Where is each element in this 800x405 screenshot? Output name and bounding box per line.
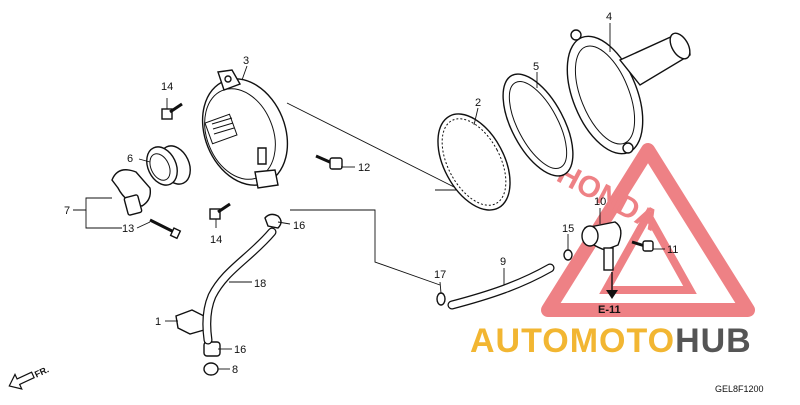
watermark-logo: HONDA xyxy=(541,143,755,317)
part-1-holder xyxy=(175,309,205,335)
e11-label: E-11 xyxy=(598,304,621,316)
callout-numbers: 4 5 2 3 14 6 7 13 14 12 16 18 1 16 8 17 … xyxy=(64,11,678,376)
fr-label: FR. xyxy=(33,364,50,379)
guide-line-b xyxy=(290,209,441,286)
callout-11: 11 xyxy=(667,244,678,256)
callout-2: 2 xyxy=(475,97,481,109)
callout-6: 6 xyxy=(127,153,133,165)
callout-14-lower: 14 xyxy=(210,234,222,246)
callout-13: 13 xyxy=(122,223,134,235)
part-6-joint xyxy=(146,145,191,186)
callout-17: 17 xyxy=(434,269,446,281)
callout-5: 5 xyxy=(533,61,539,73)
callout-7: 7 xyxy=(64,205,70,217)
callout-9: 9 xyxy=(500,256,506,268)
callout-16-upper: 16 xyxy=(293,220,305,232)
part-18-tube xyxy=(202,227,277,345)
part-13-screw xyxy=(149,218,182,240)
callout-3: 3 xyxy=(243,55,249,67)
brand-wordmark: AUTOMOTOHUB xyxy=(470,322,752,360)
part-17-clip xyxy=(436,292,446,306)
part-3-cover xyxy=(201,69,289,189)
part-12-bolt xyxy=(315,154,343,170)
leader-lines xyxy=(73,23,665,370)
brand-part2: HUB xyxy=(675,322,752,360)
part-5-ring xyxy=(502,73,574,177)
front-direction-indicator: FR. xyxy=(8,364,50,390)
part-2-filter-element xyxy=(437,113,511,211)
part-14-bolt-lower xyxy=(209,202,231,220)
part-8-plug xyxy=(203,362,219,376)
diagram-code: GEL8F1200 xyxy=(715,384,764,394)
part-14-bolt-top xyxy=(161,102,183,120)
part-16-clip-upper xyxy=(264,213,282,229)
part-4-filter-case xyxy=(566,29,691,155)
callout-14-top: 14 xyxy=(161,81,173,93)
part-7-clamp xyxy=(111,169,152,216)
brand-part1: AUTOMOTO xyxy=(470,322,675,360)
callout-10: 10 xyxy=(594,196,606,208)
callout-8: 8 xyxy=(232,364,238,376)
part-11-bolt xyxy=(631,240,654,252)
callout-12: 12 xyxy=(358,162,370,174)
reference-e11: E-11 xyxy=(598,272,621,316)
callout-15: 15 xyxy=(562,223,574,235)
brand-watermark: AUTOMOTOHUB xyxy=(470,322,752,360)
callout-1: 1 xyxy=(155,316,161,328)
part-9-tube xyxy=(447,263,555,310)
callout-16-lower: 16 xyxy=(234,344,246,356)
front-arrow-icon xyxy=(8,371,35,390)
guide-line-a xyxy=(286,102,461,191)
part-15-clip xyxy=(563,249,573,261)
callout-18: 18 xyxy=(254,278,266,290)
part-10-joint xyxy=(581,221,622,271)
callout-4: 4 xyxy=(606,11,612,23)
